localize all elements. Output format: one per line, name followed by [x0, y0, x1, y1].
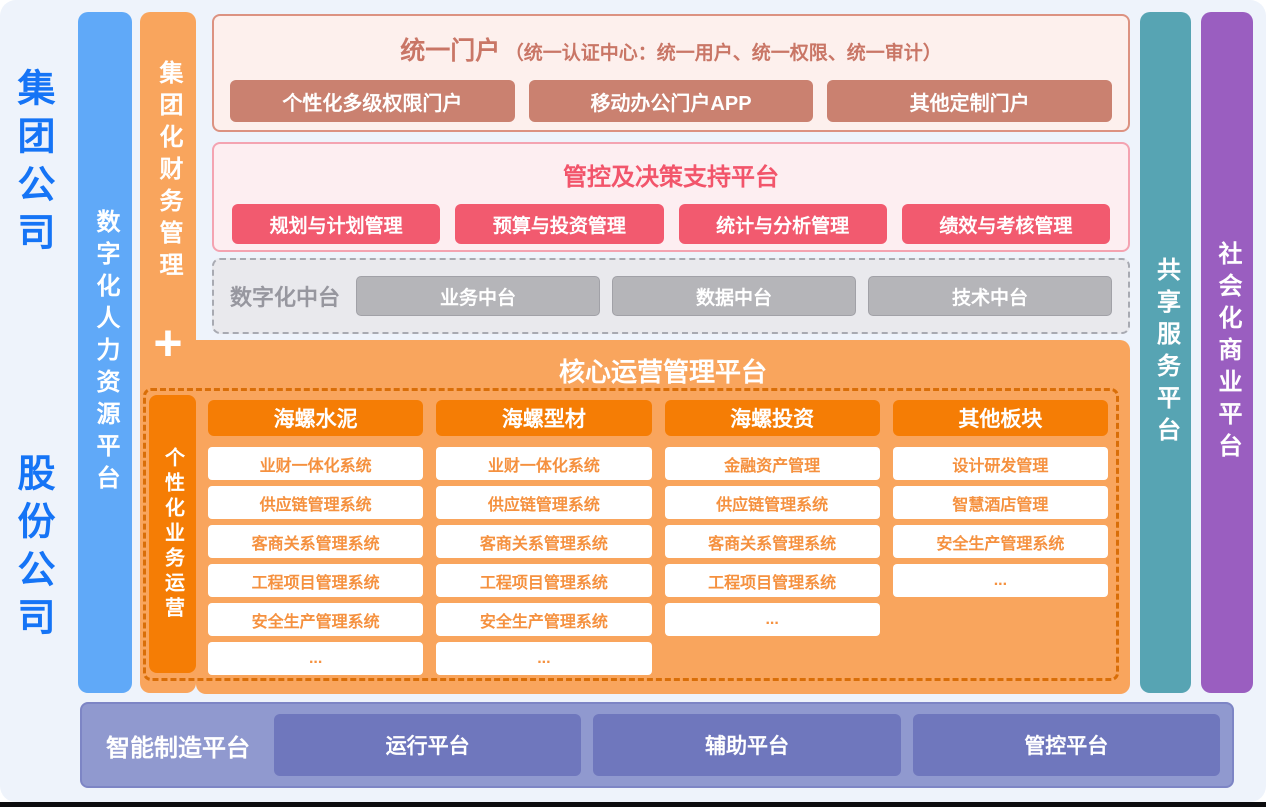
bar-personalized-business-operation-label: 个性化业务运营 — [161, 446, 184, 622]
bar-shared-service-platform-label: 共享服务平台 — [1152, 256, 1180, 449]
digital-middle-platform-buttons: 业务中台数据中台技术中台 — [356, 276, 1113, 316]
system-item: 业财一体化系统 — [208, 447, 424, 480]
manufacturing-platform-button: 运行平台 — [274, 714, 582, 776]
portal-button: 个性化多级权限门户 — [230, 80, 515, 122]
label-group-company: 集团公司 — [6, 68, 58, 267]
middle-platform-button: 技术中台 — [868, 276, 1113, 316]
system-item: 客商关系管理系统 — [208, 525, 424, 558]
bar-group-finance-management-label: 集团化财务管理 — [155, 60, 182, 284]
bar-social-commerce-platform-label: 社会化商业平台 — [1214, 240, 1241, 465]
middle-platform-button: 业务中台 — [356, 276, 601, 316]
portal-button: 移动办公门户APP — [528, 80, 814, 122]
unified-portal-title-line: 统一门户 （统一认证中心：统一用户、统一权限、统一审计） — [214, 31, 1128, 67]
decision-button: 统计与分析管理 — [678, 204, 887, 244]
bar-digital-hr-platform: 数字化人力资源平台 — [78, 12, 132, 693]
unified-portal-title: 统一门户 — [400, 37, 501, 65]
unified-portal-subtitle: （统一认证中心：统一用户、统一权限、统一审计） — [504, 43, 942, 64]
personalized-operations-dashed-frame — [143, 388, 1119, 681]
label-group-company-text: 集团公司 — [11, 68, 53, 260]
column-other-segments-items: 设计研发管理智慧酒店管理安全生产管理系统... — [892, 447, 1108, 597]
section-decision-support: 管控及决策支持平台 规划与计划管理预算与投资管理统计与分析管理绩效与考核管理 — [212, 142, 1130, 252]
system-item: 供应链管理系统 — [664, 486, 880, 519]
system-item: 供应链管理系统 — [208, 486, 424, 519]
bar-social-commerce-platform: 社会化商业平台 — [1201, 12, 1253, 693]
system-item: 供应链管理系统 — [436, 486, 652, 519]
section-digital-middle-platform: 数字化中台 业务中台数据中台技术中台 — [212, 258, 1130, 334]
decision-button: 绩效与考核管理 — [901, 204, 1110, 244]
system-item: 客商关系管理系统 — [436, 525, 652, 558]
section-intelligent-manufacturing: 智能制造平台 运行平台辅助平台管控平台 — [80, 702, 1234, 788]
manufacturing-platform-button: 辅助平台 — [593, 714, 901, 776]
manufacturing-platform-button: 管控平台 — [912, 714, 1220, 776]
system-item: 智慧酒店管理 — [892, 486, 1108, 519]
core-business-columns: 海螺水泥 业财一体化系统供应链管理系统客商关系管理系统工程项目管理系统安全生产管… — [208, 400, 1108, 675]
system-item: 业财一体化系统 — [436, 447, 652, 480]
label-share-company-text: 股份公司 — [11, 453, 53, 645]
column-conch-cement: 海螺水泥 业财一体化系统供应链管理系统客商关系管理系统工程项目管理系统安全生产管… — [208, 400, 424, 675]
column-conch-cement-items: 业财一体化系统供应链管理系统客商关系管理系统工程项目管理系统安全生产管理系统..… — [208, 447, 424, 675]
decision-support-buttons: 规划与计划管理预算与投资管理统计与分析管理绩效与考核管理 — [214, 204, 1128, 244]
portal-button: 其他定制门户 — [827, 80, 1113, 122]
system-item: 安全生产管理系统 — [892, 525, 1108, 558]
system-item: 工程项目管理系统 — [436, 564, 652, 597]
column-conch-investment-header: 海螺投资 — [664, 400, 880, 436]
intelligent-manufacturing-label: 智能制造平台 — [106, 734, 250, 762]
system-item: 金融资产管理 — [664, 447, 880, 480]
decision-button: 规划与计划管理 — [232, 204, 441, 244]
decision-support-title: 管控及决策支持平台 — [563, 164, 779, 191]
digital-middle-platform-label: 数字化中台 — [230, 285, 341, 310]
label-share-company: 股份公司 — [6, 453, 58, 652]
system-item: ... — [664, 603, 880, 636]
system-item: 工程项目管理系统 — [664, 564, 880, 597]
unified-portal-buttons: 个性化多级权限门户移动办公门户APP 其他定制门户 — [214, 80, 1128, 122]
core-operations-title: 核心运营管理平台 — [558, 357, 767, 387]
system-item: ... — [208, 642, 424, 675]
system-item: 客商关系管理系统 — [664, 525, 880, 558]
column-other-segments: 其他板块 设计研发管理智慧酒店管理安全生产管理系统... — [892, 400, 1108, 675]
column-conch-cement-header: 海螺水泥 — [208, 400, 424, 436]
section-unified-portal: 统一门户 （统一认证中心：统一用户、统一权限、统一审计） 个性化多级权限门户移动… — [212, 14, 1130, 132]
bar-digital-hr-platform-label: 数字化人力资源平台 — [92, 208, 119, 497]
system-item: 安全生产管理系统 — [208, 603, 424, 636]
decision-button: 预算与投资管理 — [455, 204, 664, 244]
plus-symbol: + — [153, 315, 183, 371]
system-item: 设计研发管理 — [892, 447, 1108, 480]
column-conch-investment: 海螺投资 金融资产管理供应链管理系统客商关系管理系统工程项目管理系统... — [664, 400, 880, 675]
system-item: 安全生产管理系统 — [436, 603, 652, 636]
bar-shared-service-platform: 共享服务平台 — [1140, 12, 1191, 693]
column-other-segments-header: 其他板块 — [892, 400, 1108, 436]
system-item: ... — [436, 642, 652, 675]
intelligent-manufacturing-buttons: 运行平台辅助平台管控平台 — [274, 714, 1220, 776]
bar-personalized-business-operation: 个性化业务运营 — [149, 395, 196, 673]
system-item: ... — [892, 564, 1108, 597]
middle-platform-button: 数据中台 — [612, 276, 857, 316]
system-item: 工程项目管理系统 — [208, 564, 424, 597]
column-conch-profiles-header: 海螺型材 — [436, 400, 652, 436]
column-conch-investment-items: 金融资产管理供应链管理系统客商关系管理系统工程项目管理系统... — [664, 447, 880, 636]
column-conch-profiles-items: 业财一体化系统供应链管理系统客商关系管理系统工程项目管理系统安全生产管理系统..… — [436, 447, 652, 675]
page-bottom-edge — [0, 802, 1266, 807]
column-conch-profiles: 海螺型材 业财一体化系统供应链管理系统客商关系管理系统工程项目管理系统安全生产管… — [436, 400, 652, 675]
